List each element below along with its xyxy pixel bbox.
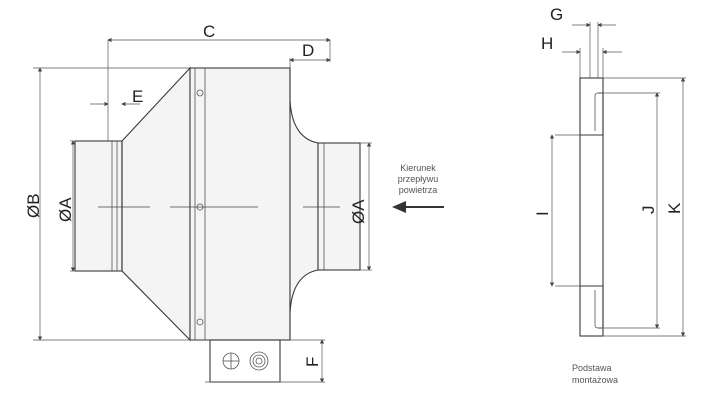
label-e: E: [132, 87, 143, 106]
inlet-duct: [74, 140, 123, 272]
dimension-oa-left: [70, 140, 76, 272]
dimension-f: [285, 339, 325, 383]
dimension-d: [289, 57, 331, 68]
flow-note-line2: przepływu: [398, 174, 439, 184]
label-h: H: [541, 34, 553, 53]
label-oa-left: ØA: [56, 197, 75, 222]
label-k: K: [665, 202, 684, 214]
label-oa-right: ØA: [349, 199, 368, 224]
label-i: I: [533, 211, 552, 216]
inlet-cone: [121, 66, 191, 342]
flow-note-line3: powietrza: [399, 185, 438, 195]
dimension-oa-right: [360, 142, 372, 271]
airflow-arrow-icon: [392, 201, 444, 213]
fan-housing: [189, 67, 291, 341]
outlet-duct: [317, 142, 361, 271]
dimension-h: [562, 48, 622, 78]
label-c: C: [203, 22, 215, 41]
bolt-top: [196, 89, 204, 97]
cable-gland-right: [249, 351, 269, 371]
base-caption-line1: Podstawa: [572, 363, 612, 373]
bolt-bottom: [196, 318, 204, 326]
label-f: F: [303, 357, 322, 367]
outlet-neck: [289, 68, 319, 340]
fan-side-view: [74, 66, 361, 383]
base-caption-line2: montażowa: [572, 375, 618, 385]
label-g: G: [550, 5, 563, 24]
dimension-ob: [33, 67, 210, 341]
flow-note-line1: Kierunek: [400, 163, 436, 173]
label-ob: ØB: [24, 193, 43, 218]
label-j: J: [639, 206, 658, 215]
terminal-box: [209, 339, 281, 383]
label-d: D: [302, 41, 314, 60]
mounting-base: [555, 77, 686, 337]
dimension-g: [572, 22, 616, 78]
